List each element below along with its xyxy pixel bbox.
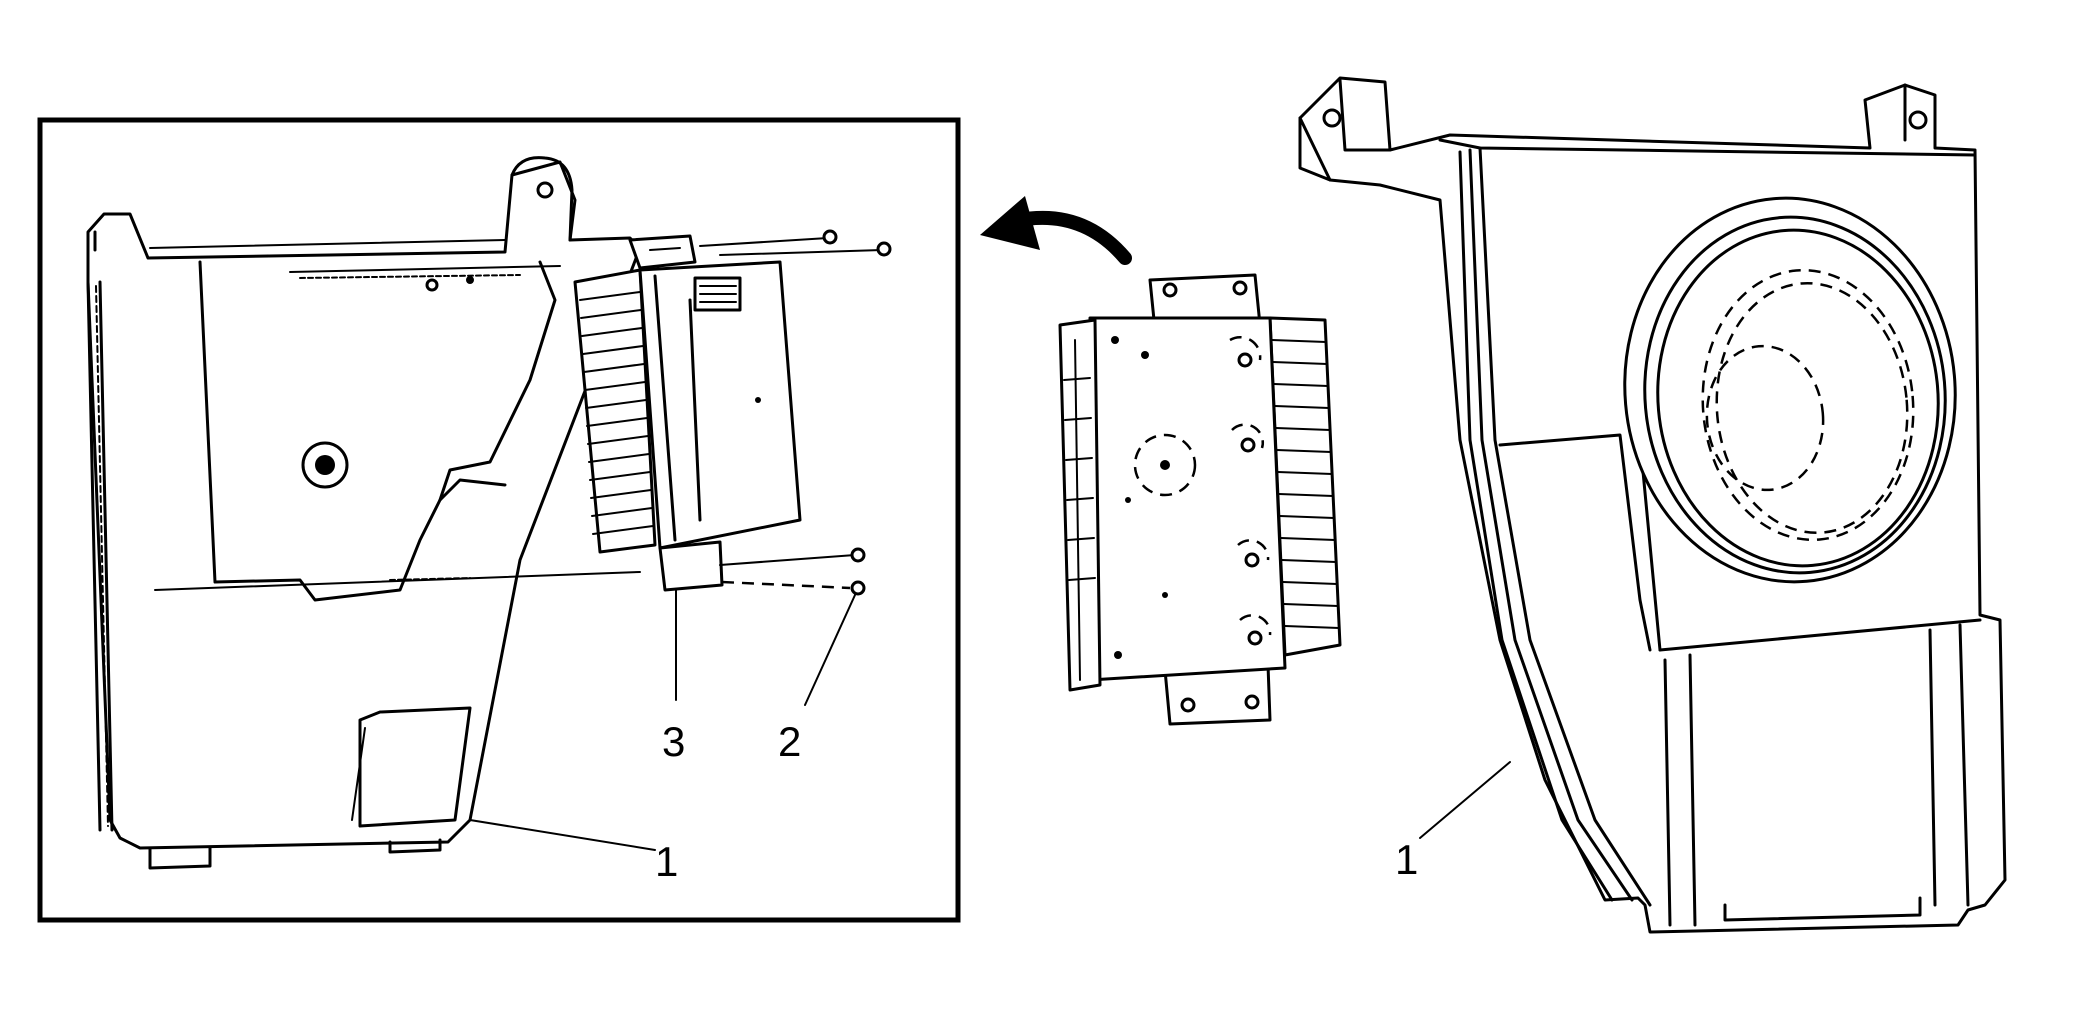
leader-line-2 xyxy=(804,594,856,706)
leader-line-1-left xyxy=(469,819,656,851)
callout-1-right: 1 xyxy=(1395,836,1418,883)
center-amplifier-module xyxy=(1058,273,1342,726)
leader-line-1-right xyxy=(1419,761,1511,839)
detail-inset-panel: 3 2 1 xyxy=(37,117,961,923)
left-mounting-bracket xyxy=(628,234,724,592)
left-amplifier-module xyxy=(573,234,802,592)
callout-1-left: 1 xyxy=(655,838,678,885)
removal-direction-arrow xyxy=(980,196,1132,265)
callout-2: 2 xyxy=(778,718,801,765)
left-enclosure-housing xyxy=(86,156,642,870)
left-fastener-screws xyxy=(699,229,892,596)
left-heatsink-fins xyxy=(573,268,657,554)
callout-3: 3 xyxy=(662,718,685,765)
subwoofer-speaker-cone xyxy=(1623,196,1957,584)
right-subwoofer-enclosure: 1 xyxy=(1298,76,2007,934)
